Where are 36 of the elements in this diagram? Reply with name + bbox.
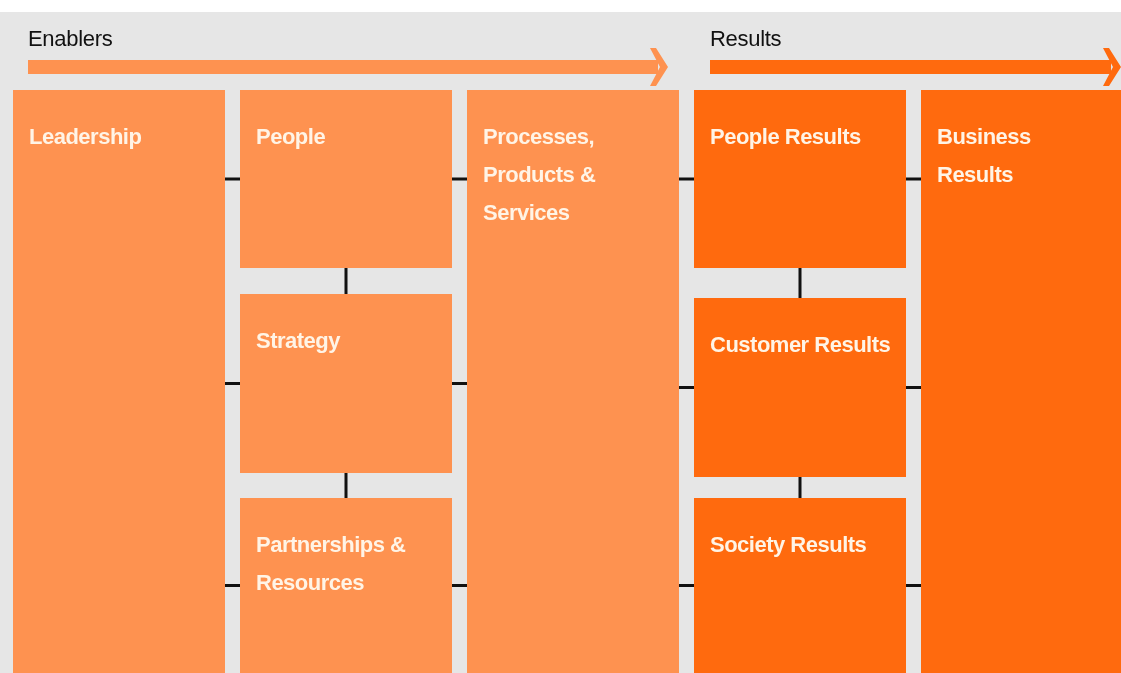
connector-line — [344, 473, 348, 498]
connector-line — [452, 177, 467, 181]
category-box — [13, 90, 225, 673]
box-title: Strategy — [256, 327, 342, 355]
category-box — [694, 90, 906, 268]
category-box — [240, 294, 452, 473]
box-title: Partnerships & Resources — [256, 531, 407, 597]
connector-line — [798, 477, 802, 498]
connector-line — [679, 177, 694, 181]
box-title: People Results — [710, 123, 862, 151]
connector-line — [679, 584, 694, 587]
category-box — [467, 90, 679, 673]
connector-line — [225, 382, 240, 385]
connector-line — [344, 268, 348, 294]
connector-line — [225, 584, 240, 587]
box-title: Processes, Products & Services — [483, 123, 597, 227]
box-title: Society Results — [710, 531, 868, 559]
box-title: Leadership — [29, 123, 143, 151]
connector-line — [798, 268, 802, 298]
connector-line — [906, 386, 921, 389]
category-box — [240, 498, 452, 673]
box-title: Business Results — [937, 123, 1032, 189]
box-title: People — [256, 123, 327, 151]
category-box — [921, 90, 1121, 673]
connector-line — [225, 177, 240, 181]
category-box — [694, 298, 906, 477]
connector-line — [679, 386, 694, 389]
category-box — [694, 498, 906, 673]
section-heading: Enablers — [28, 26, 113, 52]
connector-line — [452, 382, 467, 385]
category-box — [240, 90, 452, 268]
connector-line — [906, 177, 921, 181]
section-heading: Results — [710, 26, 782, 52]
box-title: Customer Results — [710, 331, 892, 359]
connector-line — [906, 584, 921, 587]
connector-line — [452, 584, 467, 587]
